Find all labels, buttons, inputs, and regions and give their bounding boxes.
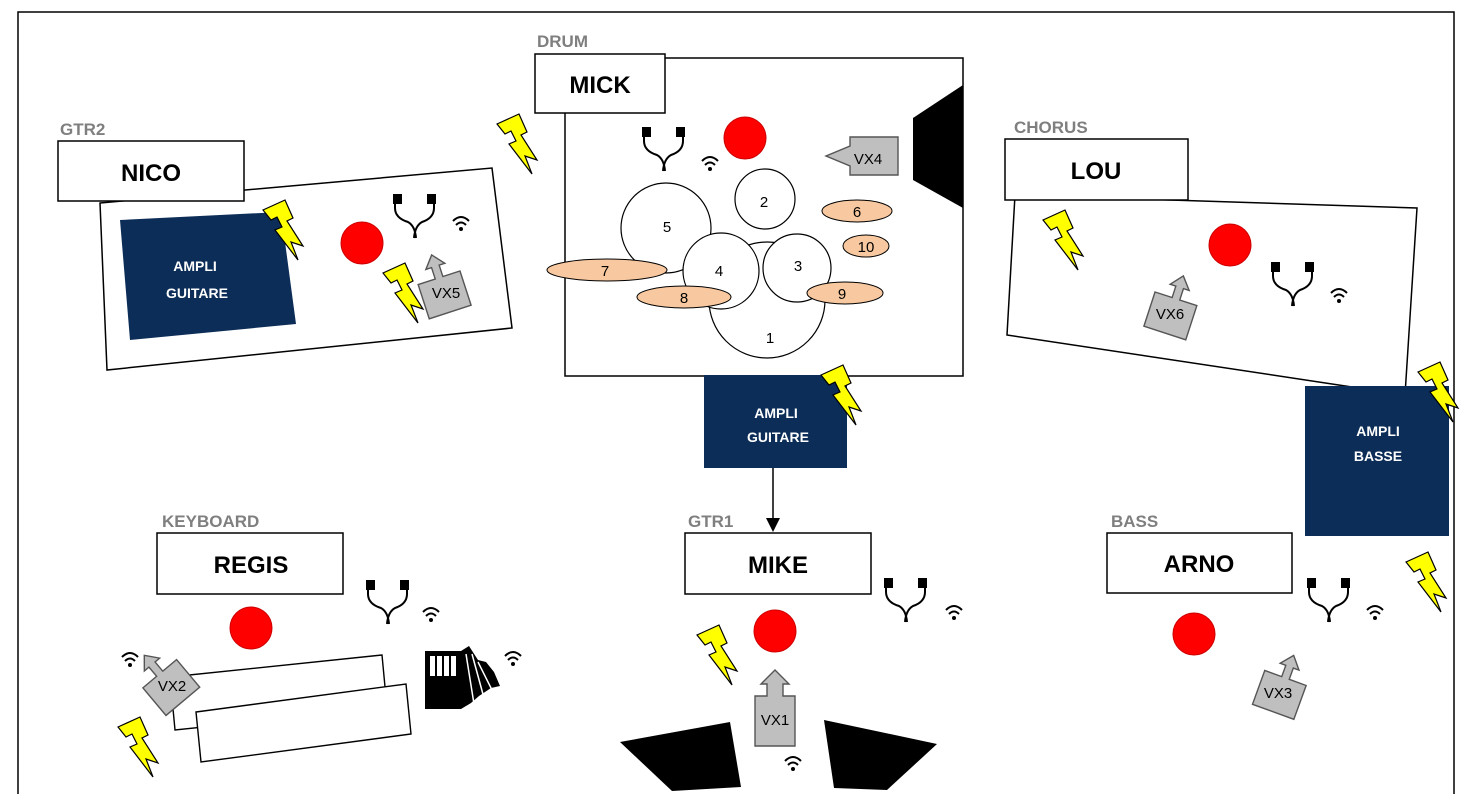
bass-mic-dot-icon <box>1172 612 1216 656</box>
cymbal-7 <box>546 258 668 282</box>
cymbal-10 <box>842 234 890 258</box>
gtr1-wifi-icon <box>945 605 963 621</box>
drum-power-icon <box>496 113 538 175</box>
bass-amp-label-1: AMPLI <box>1356 423 1400 439</box>
chorus-name: LOU <box>1071 158 1122 185</box>
gtr2-amp-label-2: GUITARE <box>166 285 228 301</box>
cymbal-9-label: 9 <box>838 286 846 303</box>
gtr2-mic-dot-icon <box>340 221 384 265</box>
keyboard-in-ear-monitor-icon <box>365 579 410 625</box>
keyboard-wifi-icon <box>422 607 440 623</box>
bass-amp-label-2: BASSE <box>1354 448 1402 464</box>
vx4-label: VX4 <box>854 151 882 168</box>
drum-name-box <box>534 53 666 114</box>
gtr1-mic-dot-icon <box>753 609 797 653</box>
bass-power-icon <box>1405 551 1447 613</box>
drum-piece-5-label: 5 <box>663 219 671 236</box>
drum-wedge-monitor-icon <box>913 85 963 208</box>
drum-name: MICK <box>569 72 631 99</box>
gtr1-name: MIKE <box>748 552 808 579</box>
gtr1-amp-arrowhead <box>766 518 780 532</box>
vx3-label: VX3 <box>1264 685 1292 702</box>
gtr1-role: GTR1 <box>688 512 733 531</box>
keyboard-name-box <box>156 532 344 595</box>
keyboard-mic-dot-icon <box>229 606 273 650</box>
gtr1-amp-label-1: AMPLI <box>754 405 798 421</box>
keyboard-role: KEYBOARD <box>162 512 259 531</box>
chorus-name-box <box>1004 138 1189 201</box>
gtr2-name: NICO <box>121 160 181 187</box>
keyboard-power-icon <box>117 716 159 778</box>
bass-name-box <box>1106 532 1293 594</box>
vx1-wifi-icon <box>784 756 802 772</box>
cymbal-6 <box>821 199 893 223</box>
vx5-label: VX5 <box>432 285 460 302</box>
chorus-role: CHORUS <box>1014 118 1088 137</box>
drum-kit: 1 2 3 4 5 6 7 8 9 10 <box>546 168 893 359</box>
drum-mic-dot-icon <box>723 116 767 160</box>
gtr1-amp <box>704 375 847 468</box>
vx2-label: VX2 <box>158 678 186 695</box>
accordion-icon <box>425 646 500 709</box>
gtr1-wedge-monitor-right-icon <box>824 720 937 790</box>
keyboard-lower-icon <box>195 683 412 763</box>
bass-role: BASS <box>1111 512 1158 531</box>
vx6-label: VX6 <box>1156 306 1184 323</box>
vx1-direct-input-icon <box>754 669 796 747</box>
gtr1-amp-label-2: GUITARE <box>747 429 809 445</box>
vx3-direct-input-icon <box>1251 647 1316 721</box>
gtr2-amp <box>120 212 296 340</box>
vx1-label: VX1 <box>761 712 789 729</box>
gtr1-in-ear-monitor-icon <box>883 577 928 623</box>
bass-in-ear-monitor-icon <box>1306 577 1351 623</box>
drum-role: DRUM <box>537 32 588 51</box>
drum-piece-3 <box>762 233 832 303</box>
bass-amp <box>1305 386 1449 536</box>
drum-piece-1-label: 1 <box>766 330 774 347</box>
drum-piece-4-label: 4 <box>715 263 723 280</box>
cymbal-8-label: 8 <box>680 290 688 307</box>
gtr2-amp-label-1: AMPLI <box>173 258 217 274</box>
keyboard-name: REGIS <box>214 552 289 579</box>
gtr1-wedge-monitor-left-icon <box>620 722 741 791</box>
drum-piece-3-label: 3 <box>794 258 802 275</box>
bass-name: ARNO <box>1164 551 1235 578</box>
vx4-direct-input-icon <box>824 136 899 176</box>
gtr2-name-box <box>57 140 245 202</box>
cymbal-6-label: 6 <box>853 204 861 221</box>
cymbal-8 <box>636 285 732 309</box>
gtr2-role: GTR2 <box>60 120 105 139</box>
cymbal-10-label: 10 <box>858 239 875 256</box>
chorus-mic-dot-icon <box>1208 223 1252 267</box>
accordion-wifi-icon <box>504 651 522 667</box>
drum-piece-2 <box>734 168 796 230</box>
keyboard-vx2-wifi-icon <box>121 652 139 668</box>
cymbal-7-label: 7 <box>601 263 609 280</box>
bass-wifi-icon <box>1366 605 1384 621</box>
gtr1-name-box <box>684 532 872 595</box>
gtr1-power-icon <box>696 624 738 686</box>
drum-piece-2-label: 2 <box>760 194 768 211</box>
cymbal-9 <box>806 281 884 305</box>
